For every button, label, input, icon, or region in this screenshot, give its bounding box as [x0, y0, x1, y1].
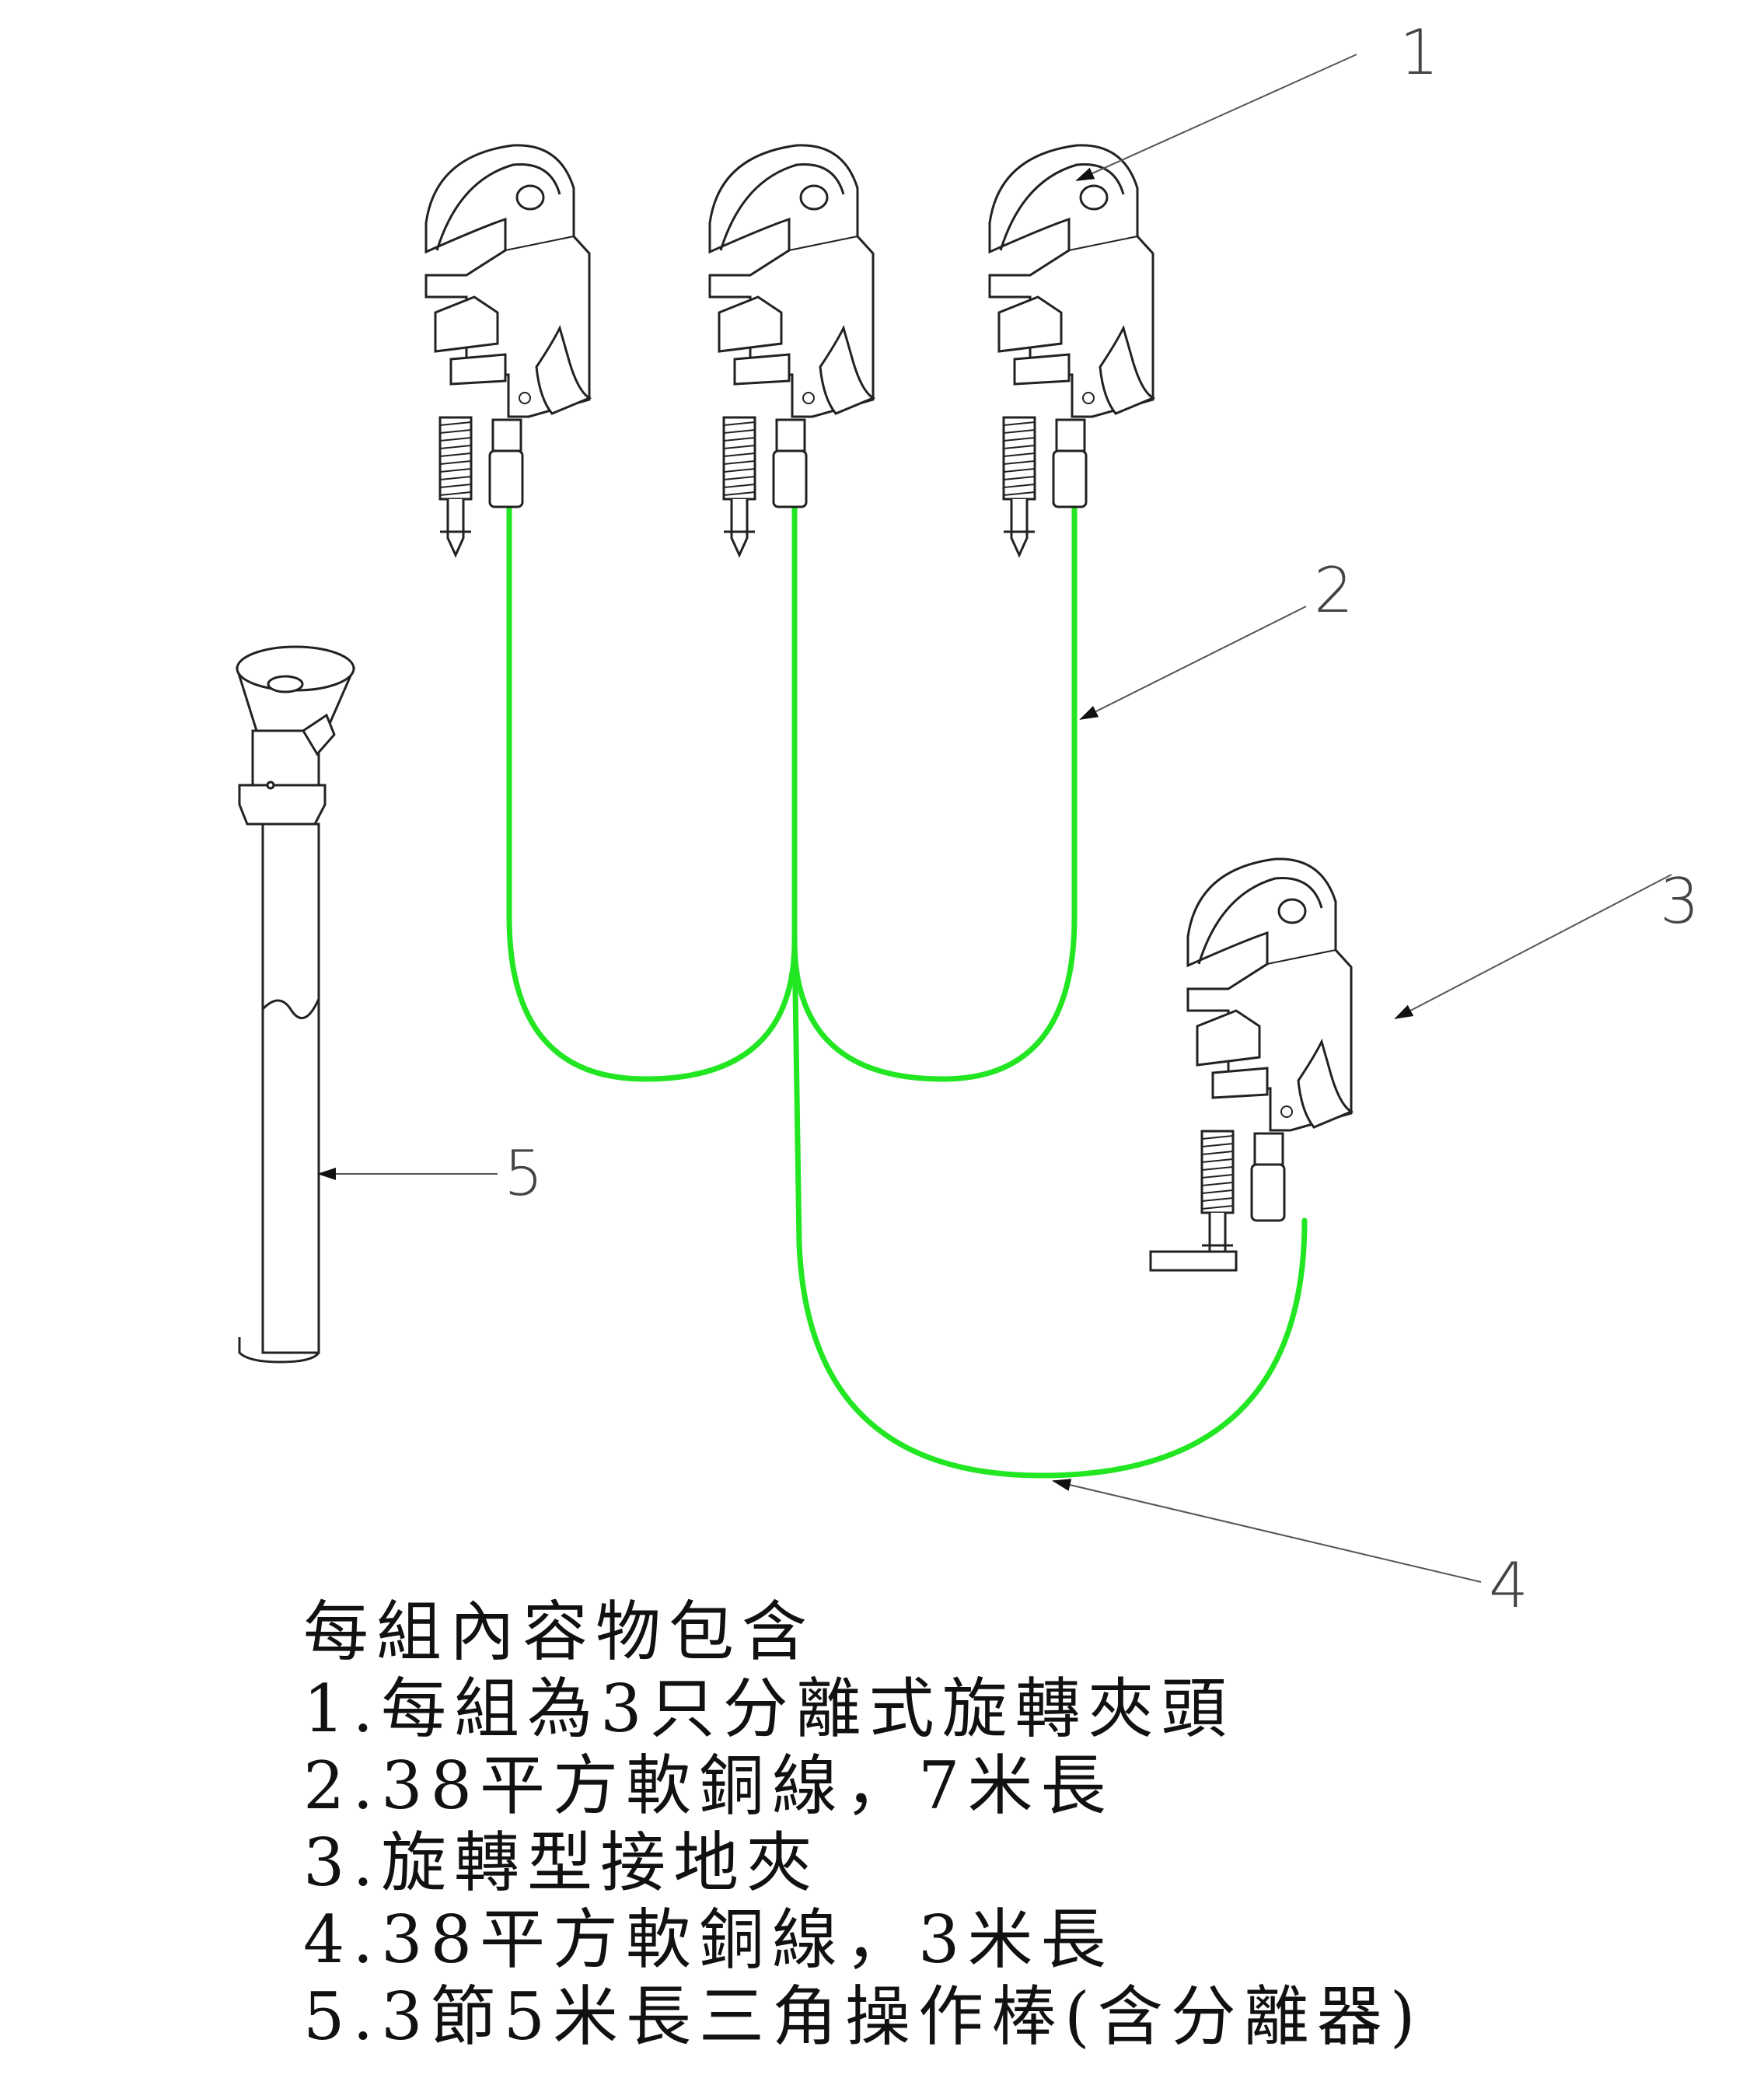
cable-3m: [791, 938, 1308, 1479]
cable-group: [506, 504, 1308, 1479]
cable-right-loop: [791, 504, 1078, 1082]
cable-left-loop: [506, 504, 798, 1082]
legend-item-4: 4.38平方軟銅線，3米長: [303, 1902, 1114, 1978]
callout-number-2: 2: [1314, 554, 1354, 627]
callout-number-5: 5: [504, 1137, 543, 1210]
leader-3: [1394, 874, 1672, 1019]
callout-number-3: 3: [1660, 865, 1699, 938]
legend-item-3: 3.旋轉型接地夾: [303, 1825, 820, 1901]
leader-4: [1052, 1479, 1482, 1583]
legend-item-2: 2.38平方軟銅線，7米長: [303, 1748, 1114, 1824]
clamp-head-center: [708, 144, 875, 557]
legend-item-1: 1.每組為3只分離式旋轉夾頭: [303, 1671, 1235, 1747]
ground-clamp: [1149, 857, 1353, 1272]
leader-2: [1079, 606, 1307, 720]
operating-rod: [235, 645, 356, 1364]
callout-number-1: 1: [1399, 16, 1439, 89]
clamp-head-left: [424, 144, 591, 557]
leader-lines: [317, 54, 1672, 1583]
callout-number-4: 4: [1489, 1549, 1528, 1622]
parts-legend: 每組內容物包含 1.每組為3只分離式旋轉夾頭 2.38平方軟銅線，7米長 3.旋…: [303, 1594, 1741, 2055]
legend-item-5: 5.3節5米長三角操作棒(含分離器): [303, 1978, 1423, 2055]
clamp-head-right: [988, 144, 1154, 557]
legend-title: 每組內容物包含: [303, 1594, 816, 1670]
leader-1: [1075, 54, 1357, 181]
